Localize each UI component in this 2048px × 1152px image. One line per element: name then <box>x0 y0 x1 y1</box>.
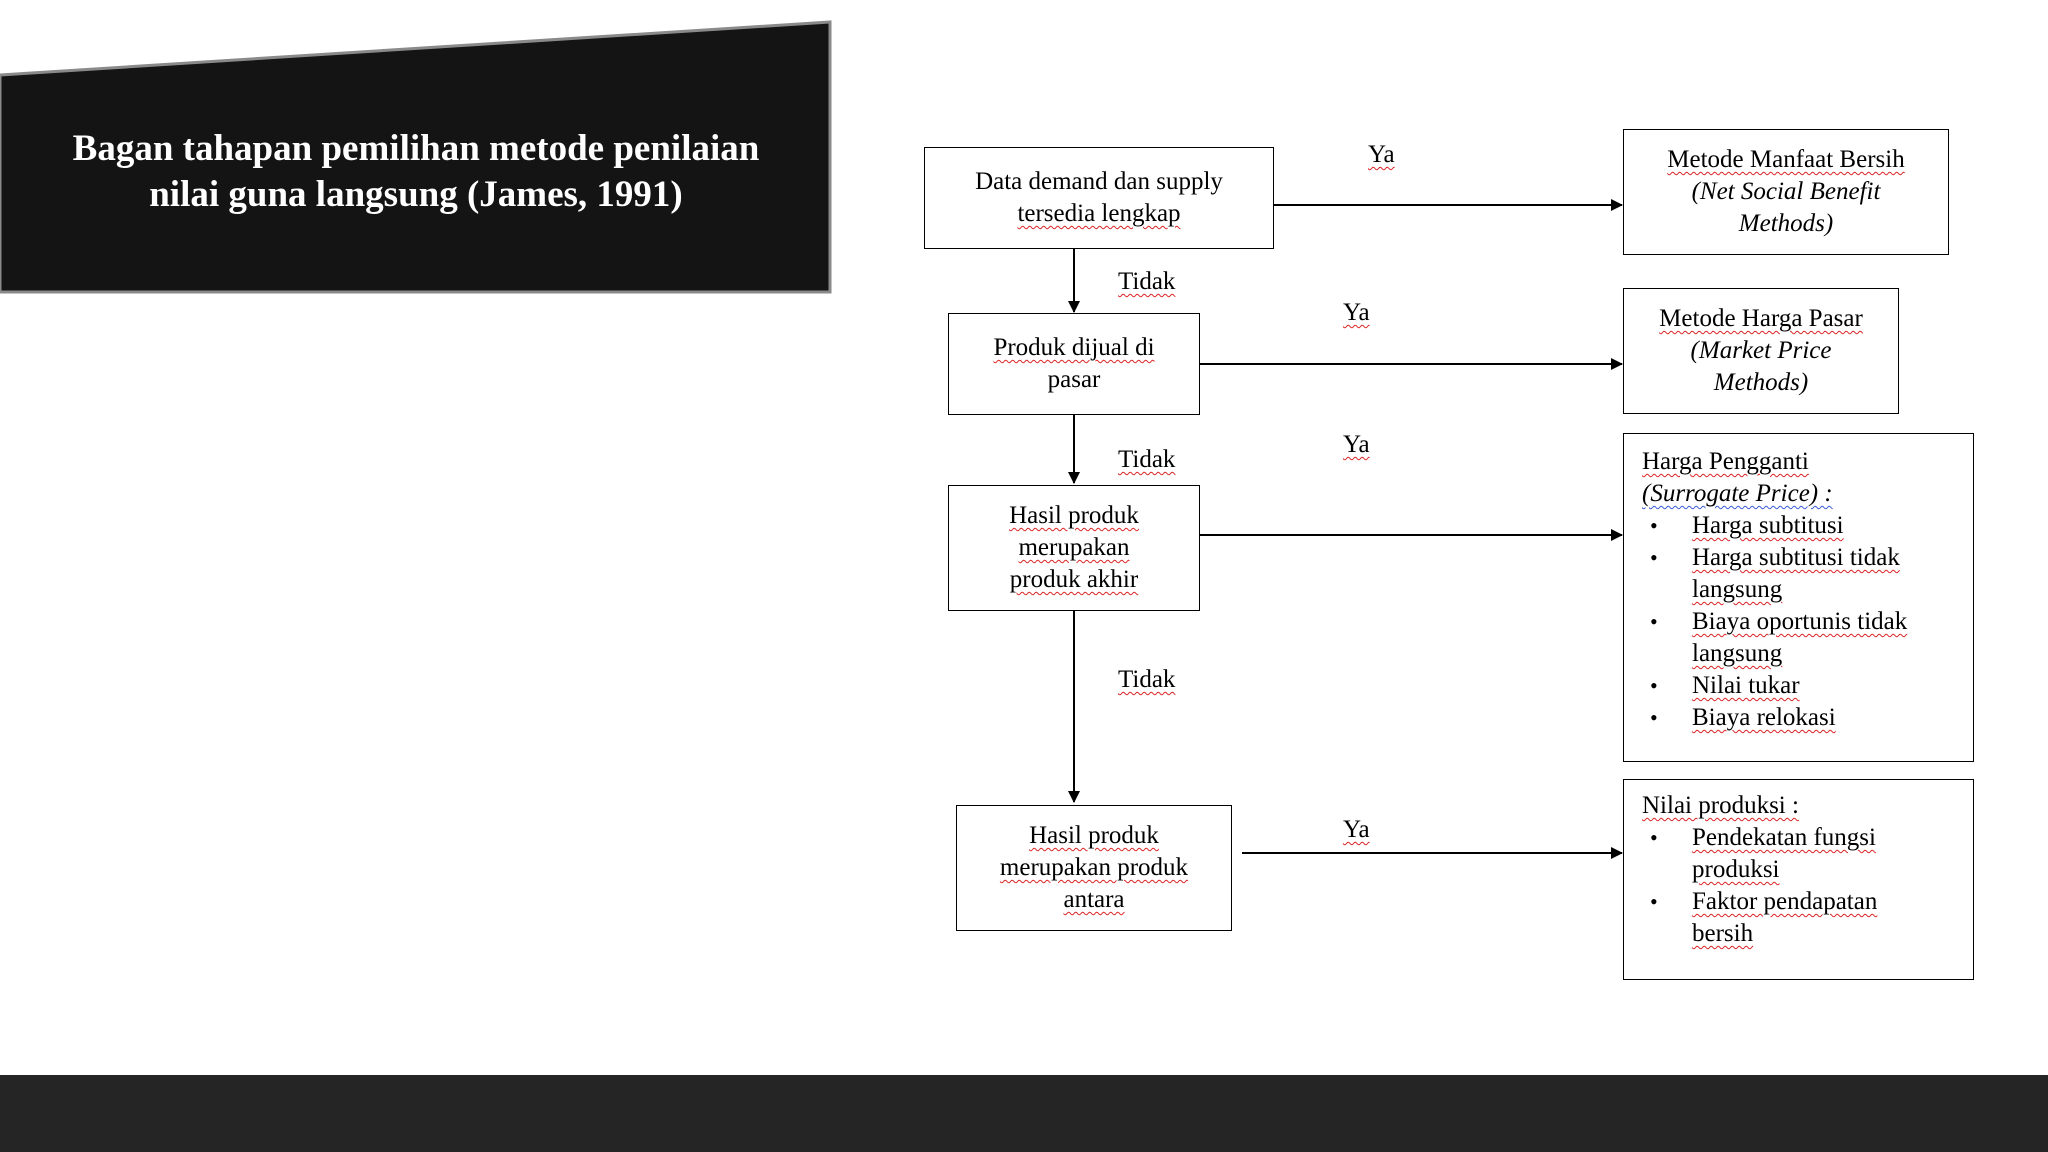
list-item-text: Harga subtitusi tidak <box>1692 544 1900 571</box>
net-benefit-line1: Metode Manfaat Bersih <box>1667 146 1905 173</box>
step4-line1: Hasil produk <box>1029 822 1159 849</box>
list-item: • Harga subtitusi tidak langsung <box>1642 542 1965 606</box>
list-item: • Biaya oportunis tidak langsung <box>1642 606 1965 670</box>
list-item-text-cont: langsung <box>1692 576 1783 603</box>
market-price-line2: (Market Price <box>1690 337 1832 364</box>
step-intermediate-product: Hasil produk merupakan produk antara <box>956 805 1232 931</box>
step3-line3: produk akhir <box>1009 566 1139 593</box>
bullet-icon: • <box>1650 705 1658 730</box>
list-item-text-cont: bersih <box>1692 920 1754 947</box>
step3-line1: Hasil produk <box>1009 502 1139 529</box>
step4-line3: antara <box>1063 886 1125 913</box>
list-item-text: Pendekatan fungsi <box>1692 824 1876 851</box>
footer-bar <box>0 1075 2048 1152</box>
list-item: • Harga subtitusi <box>1642 510 1965 542</box>
net-benefit-line2: (Net Social Benefit <box>1691 178 1881 205</box>
no-label-1: Tidak <box>1118 268 1176 295</box>
list-item-text-cont: produksi <box>1692 856 1780 883</box>
list-item: • Faktor pendapatan bersih <box>1642 886 1965 950</box>
step1-line1: Data demand dan supply <box>975 168 1223 195</box>
yes-label-1: Ya <box>1368 141 1395 168</box>
slide-title: Bagan tahapan pemilihan metode penilaian… <box>20 126 812 218</box>
step1-line2: tersedia lengkap <box>1017 200 1181 227</box>
step3-line2: merupakan <box>1018 534 1130 561</box>
bullet-icon: • <box>1650 609 1658 634</box>
title-banner <box>0 20 832 294</box>
list-item: • Nilai tukar <box>1642 670 1965 702</box>
bullet-icon: • <box>1650 673 1658 698</box>
title-line-2: nilai guna langsung (James, 1991) <box>149 174 683 215</box>
market-price-line3: Methods) <box>1713 369 1809 396</box>
method-surrogate-price: Harga Pengganti (Surrogate Price) : • Ha… <box>1623 433 1974 762</box>
step-sold-in-market: Produk dijual di pasar <box>948 313 1200 415</box>
yes-label-3: Ya <box>1343 431 1370 458</box>
no-label-2: Tidak <box>1118 446 1176 473</box>
yes-label-4: Ya <box>1343 816 1370 843</box>
list-item-text: Faktor pendapatan <box>1692 888 1878 915</box>
list-item-text: Harga subtitusi <box>1692 512 1844 539</box>
step2-line1: Produk dijual di <box>993 334 1155 361</box>
step-data-availability: Data demand dan supply tersedia lengkap <box>924 147 1274 249</box>
step2-line2: pasar <box>1047 366 1101 393</box>
market-price-line1: Metode Harga Pasar <box>1659 305 1863 332</box>
bullet-icon: • <box>1650 513 1658 538</box>
method-net-social-benefit: Metode Manfaat Bersih (Net Social Benefi… <box>1623 129 1949 255</box>
title-line-1: Bagan tahapan pemilihan metode penilaian <box>72 128 760 169</box>
method-production-value: Nilai produksi : • Pendekatan fungsi pro… <box>1623 779 1974 980</box>
list-item: • Biaya relokasi <box>1642 702 1965 734</box>
yes-label-2: Ya <box>1343 299 1370 326</box>
list-item: • Pendekatan fungsi produksi <box>1642 822 1965 886</box>
list-item-text: Biaya oportunis tidak <box>1692 608 1908 635</box>
list-item-text: Biaya relokasi <box>1692 704 1836 731</box>
method-market-price: Metode Harga Pasar (Market Price Methods… <box>1623 288 1899 414</box>
bullet-icon: • <box>1650 545 1658 570</box>
step-final-product: Hasil produk merupakan produk akhir <box>948 485 1200 611</box>
no-label-3: Tidak <box>1118 666 1176 693</box>
step4-line2: merupakan produk <box>999 854 1189 881</box>
production-heading: Nilai produksi : <box>1642 792 1799 819</box>
net-benefit-line3: Methods) <box>1738 210 1834 237</box>
surrogate-subheading: (Surrogate Price) : <box>1642 480 1833 507</box>
surrogate-heading: Harga Pengganti <box>1642 448 1809 475</box>
bullet-icon: • <box>1650 825 1658 850</box>
list-item-text: Nilai tukar <box>1692 672 1800 699</box>
list-item-text-cont: langsung <box>1692 640 1783 667</box>
bullet-icon: • <box>1650 889 1658 914</box>
